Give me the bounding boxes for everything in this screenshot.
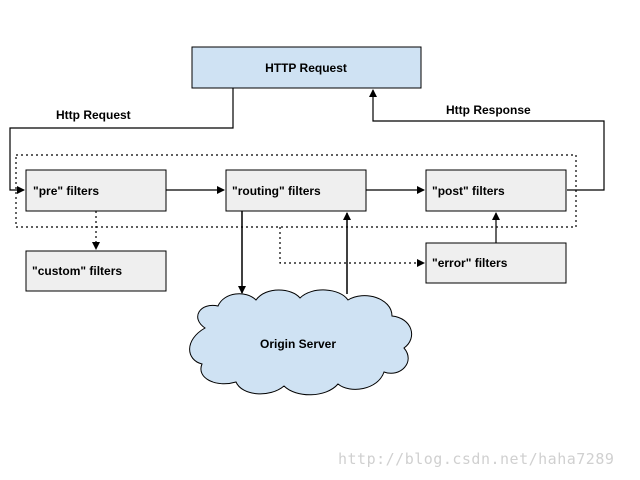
http-response-edge-label: Http Response (446, 103, 531, 117)
error-filters-label: "error" filters (432, 256, 508, 270)
to-error-dotted-arrow (279, 227, 425, 267)
http-request-edge (9, 88, 234, 194)
routing-filters-label: "routing" filters (232, 184, 321, 198)
post-filters-box (425, 169, 567, 212)
pre-filters-label: "pre" filters (33, 184, 99, 198)
http-response-edge (369, 89, 605, 191)
pre-filters-box (25, 169, 167, 212)
routing-filters-box (225, 169, 367, 212)
watermark-url: http://blog.csdn.net/haha7289 (338, 450, 615, 468)
origin-server-label: Origin Server (260, 337, 336, 351)
custom-filters-label: "custom" filters (32, 264, 122, 278)
http-request-box (191, 46, 422, 89)
http-request-edge-label: Http Request (56, 108, 131, 122)
filter-pipeline-container (15, 154, 577, 228)
error-filters-box (425, 242, 567, 284)
custom-filters-box (25, 250, 167, 292)
origin-server-cloud (189, 289, 413, 396)
post-filters-label: "post" filters (432, 184, 505, 198)
http-request-label: HTTP Request (265, 61, 347, 75)
